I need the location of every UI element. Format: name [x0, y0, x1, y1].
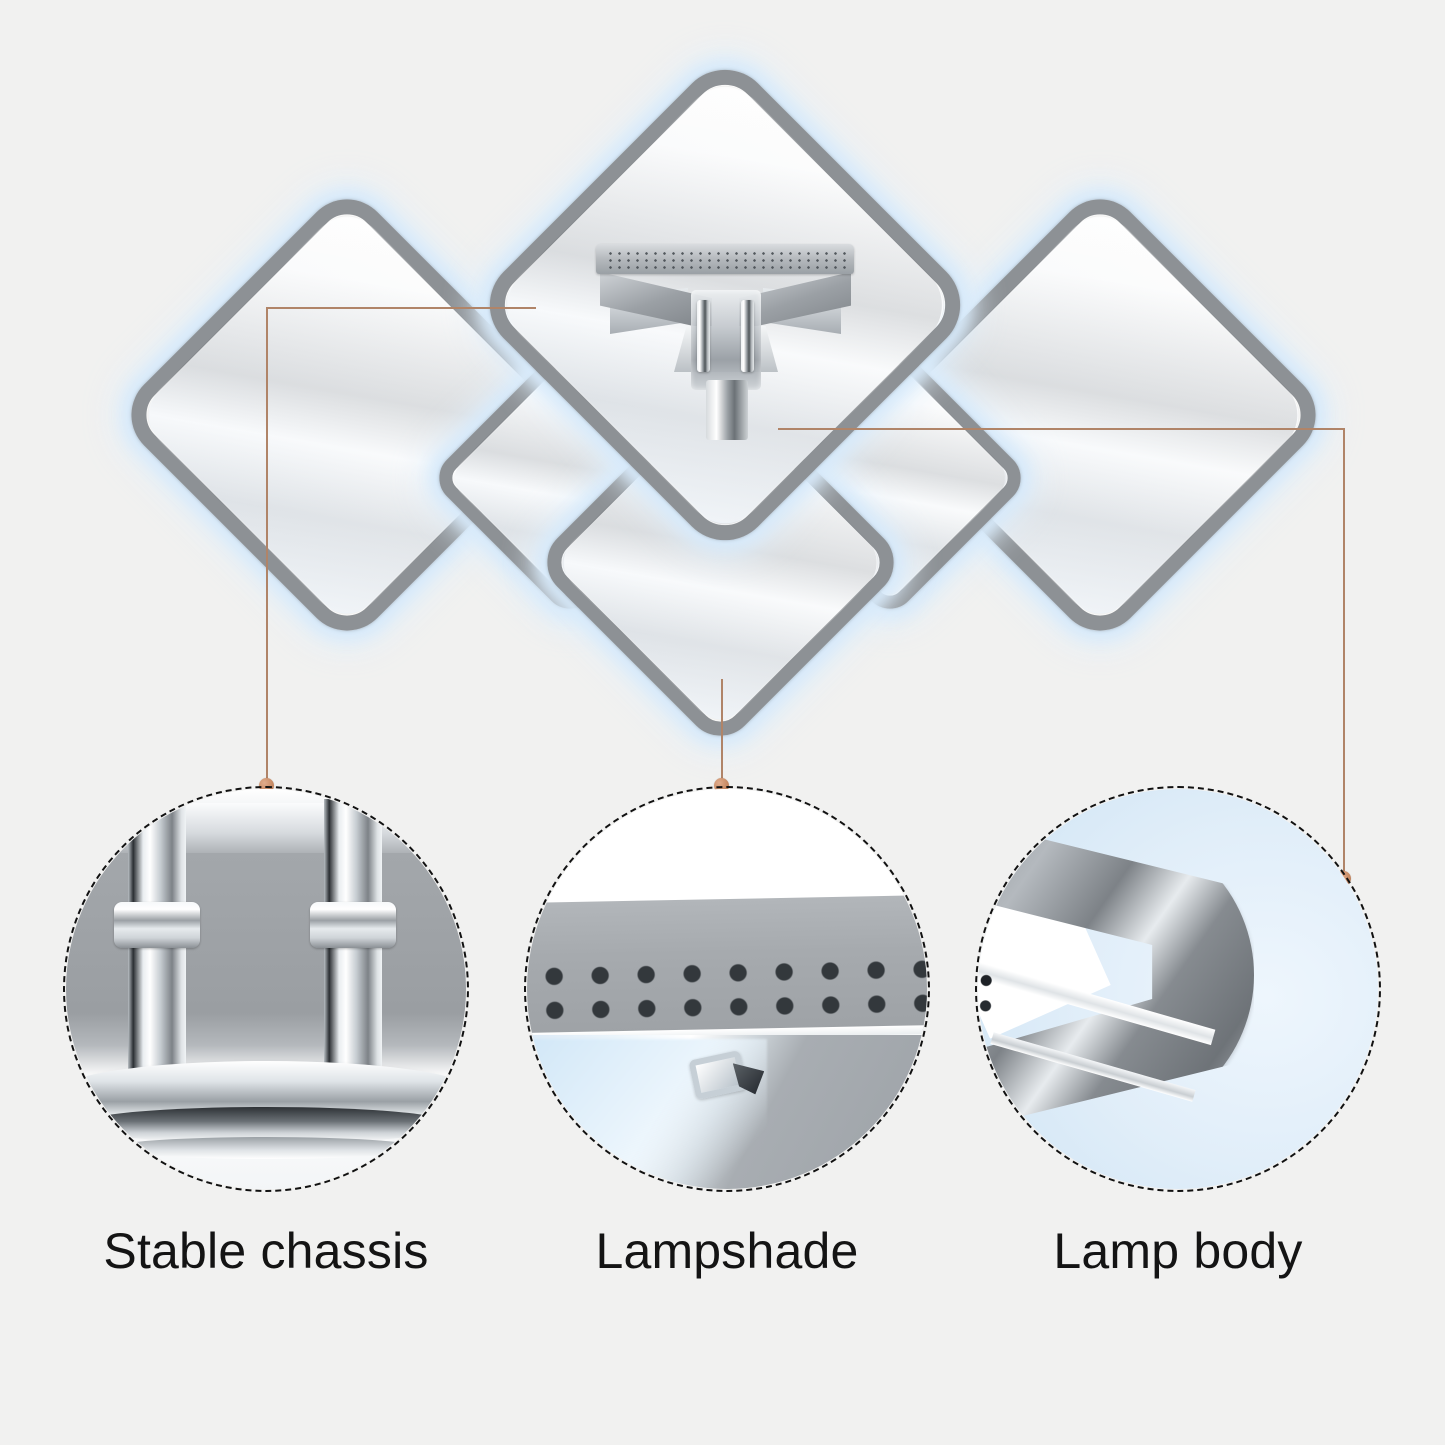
caption-lampshade: Lampshade	[595, 1223, 859, 1279]
detail-circle-lampshade	[524, 786, 930, 1192]
detail-circle-stable-chassis	[63, 786, 469, 1192]
perforated-shade-band	[527, 895, 927, 1038]
chassis-post-right	[741, 300, 754, 372]
hero-product-image	[0, 0, 1445, 750]
detail-image-lampshade	[527, 789, 927, 1189]
detail-circle-lamp-body	[975, 786, 1381, 1192]
vent-strip	[596, 244, 854, 274]
chassis-top-band	[66, 803, 466, 853]
chassis-post-left	[697, 300, 710, 372]
post-collar-left	[114, 902, 200, 948]
caption-lamp-body: Lamp body	[1053, 1223, 1303, 1279]
ventilation-holes	[528, 950, 927, 1030]
chassis-rim-lower	[110, 1137, 422, 1159]
chassis-stem	[706, 380, 748, 440]
caption-stable-chassis: Stable chassis	[103, 1223, 429, 1279]
detail-image-stable-chassis	[66, 789, 466, 1189]
lamp-body-dark-details	[978, 967, 1010, 1021]
detail-image-lamp-body	[978, 789, 1378, 1189]
vent-holes	[606, 250, 846, 270]
center-mounting-assembly	[588, 238, 863, 448]
post-collar-right	[310, 902, 396, 948]
